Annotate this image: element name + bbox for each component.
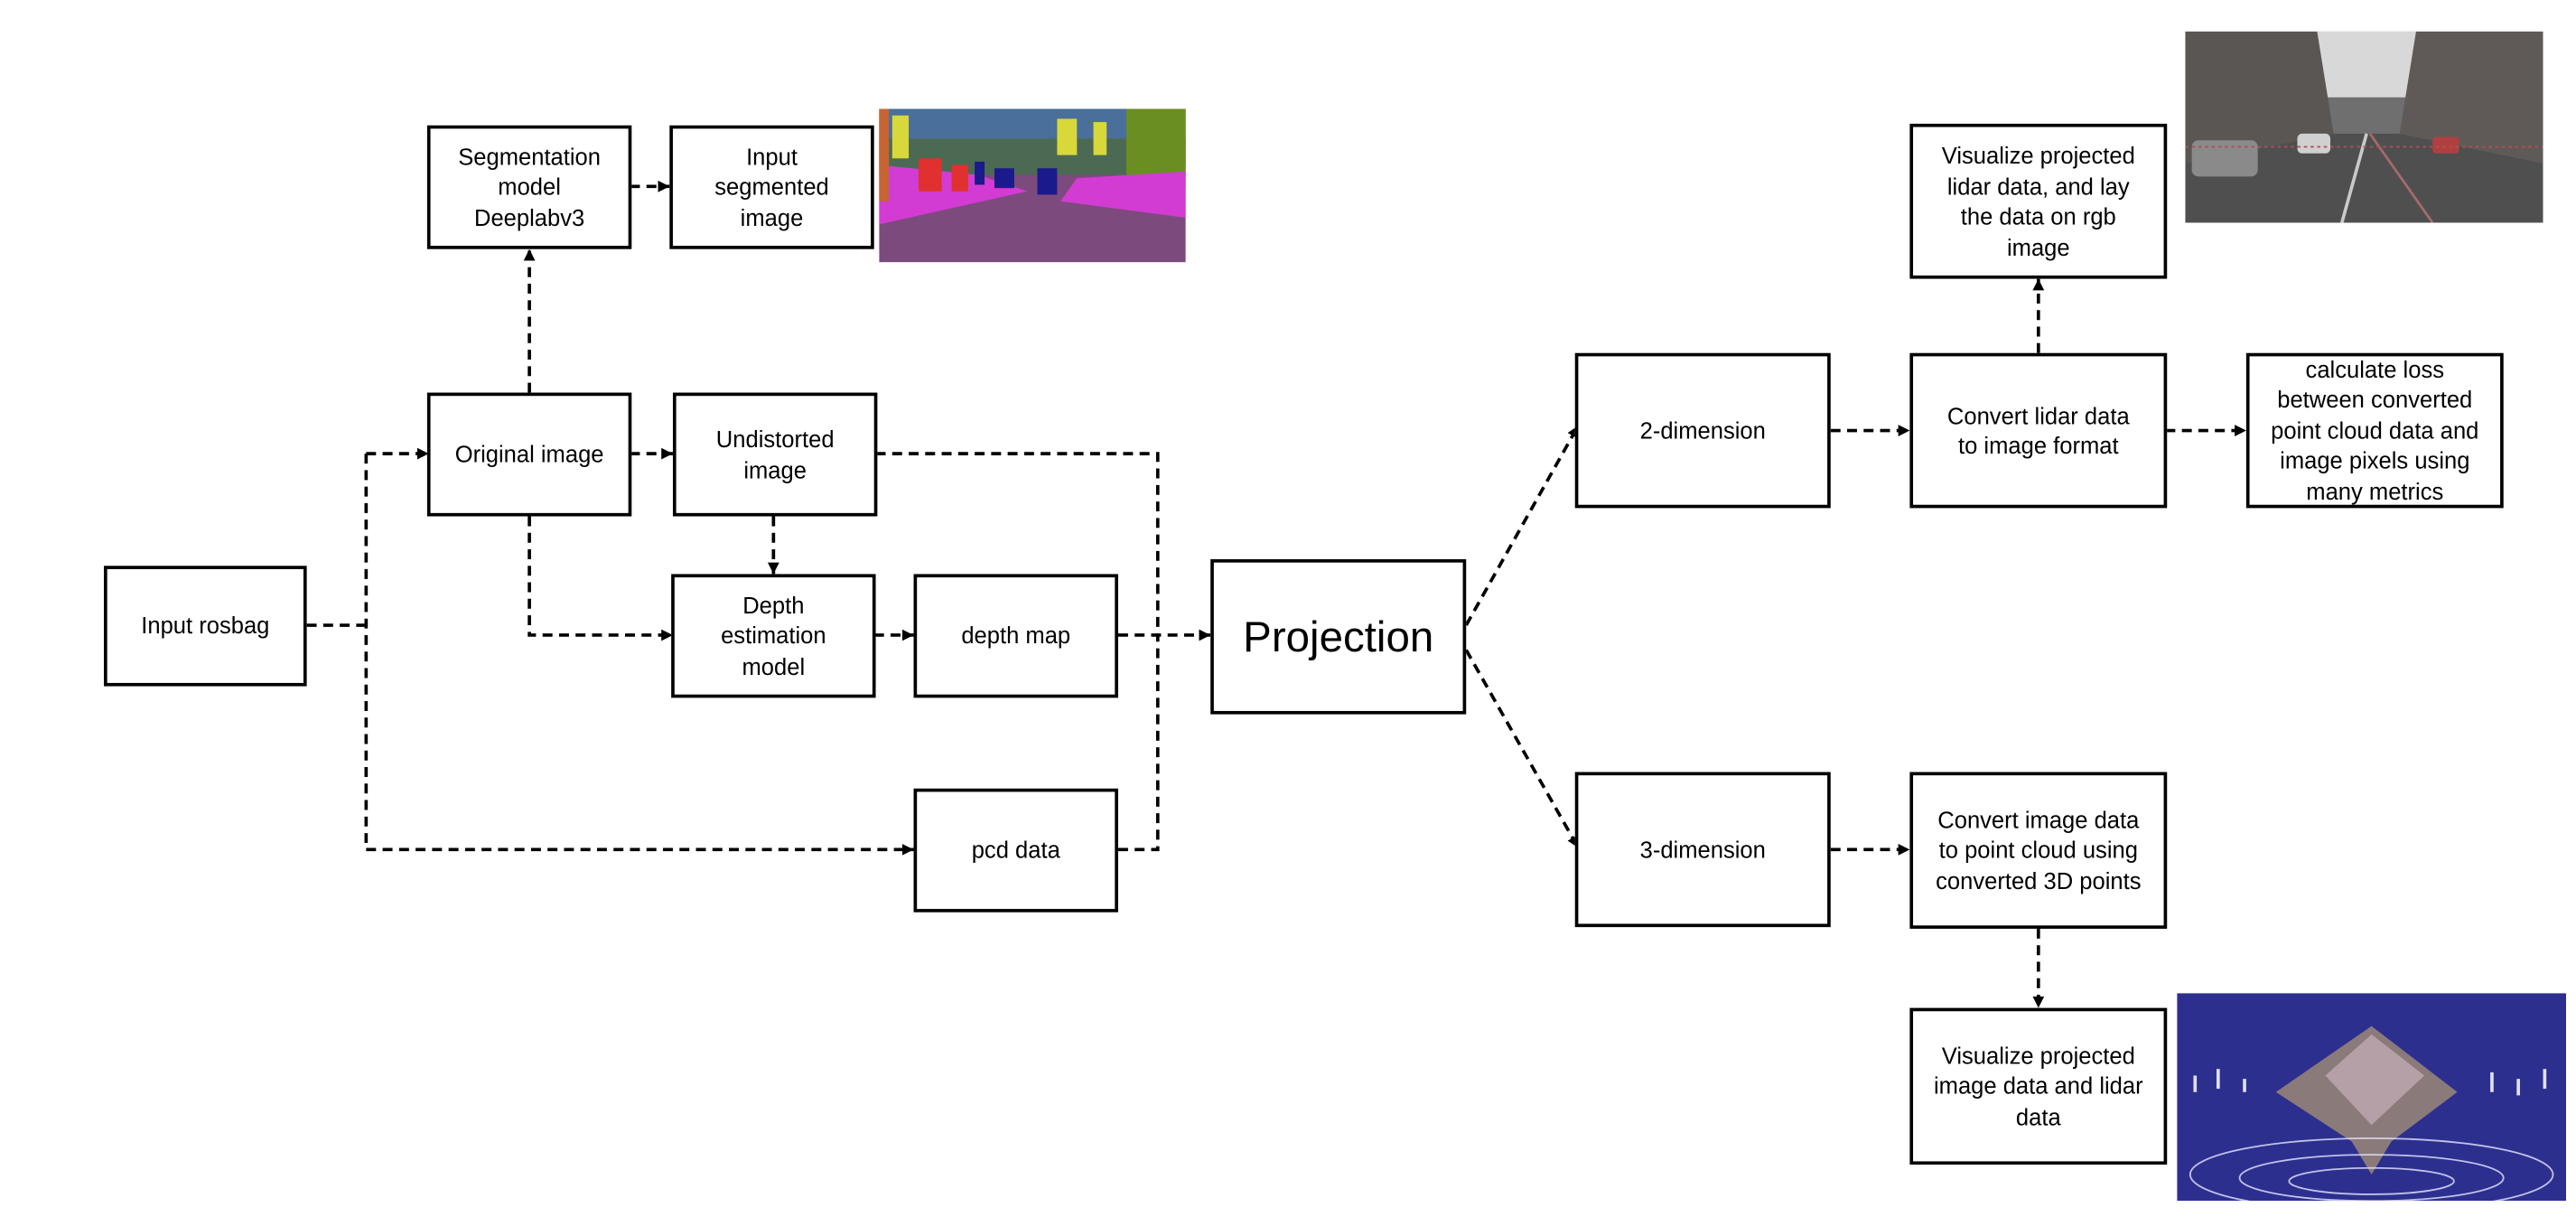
node-original-image: Original image [426,392,632,517]
segmented-image-thumbnail [879,108,1186,263]
node-depth-estimation-model-label: Depth estimation model [721,592,826,679]
node-pcd-data: pcd data [913,788,1118,912]
point-cloud-thumbnail [2177,993,2567,1202]
node-calculate-loss-label: calculate loss between converted point c… [2271,355,2479,505]
node-2-dimension-label: 2-dimension [1639,416,1766,444]
node-3-dimension: 3-dimension [1574,772,1831,928]
edge-pcd-to-merge [1117,634,1160,852]
node-undistorted-image-label: Undistorted image [715,426,835,483]
node-convert-image-label: Convert image data to point cloud using … [1936,806,2142,894]
edge-undistorted-to-merge [875,452,1160,635]
node-3-dimension-label: 3-dimension [1639,836,1766,863]
node-visualize-projected-lidar: Visualize projected lidar data, and lay … [1909,123,2168,279]
node-visualize-projected-lidar-label: Visualize projected lidar data, and lay … [1941,142,2135,260]
node-depth-map-label: depth map [961,622,1071,650]
node-input-segmented-image-label: Input segmented image [714,143,829,231]
node-pcd-data-label: pcd data [971,837,1060,864]
edge-original-to-depth-model [527,516,673,641]
node-depth-estimation-model: Depth estimation model [671,574,876,698]
node-segmentation-model: Segmentation model Deeplabv3 [426,125,632,249]
node-visualize-projected-image: Visualize projected image data and lidar… [1909,1007,2168,1165]
node-convert-lidar-label: Convert lidar data to image format [1946,401,2130,459]
node-segmentation-model-label: Segmentation model Deeplabv3 [458,143,601,231]
node-projection: Projection [1210,558,1467,715]
node-convert-image: Convert image data to point cloud using … [1909,772,2168,929]
node-input-rosbag-label: Input rosbag [141,612,270,640]
node-input-rosbag: Input rosbag [104,566,307,687]
lidar-overlay-thumbnail [2185,31,2543,223]
node-convert-lidar: Convert lidar data to image format [1909,352,2168,509]
edge-projection-to-2d [1464,425,1580,626]
node-calculate-loss: calculate loss between converted point c… [2245,352,2504,509]
node-2-dimension: 2-dimension [1574,352,1831,509]
node-projection-label: Projection [1243,612,1434,662]
node-depth-map: depth map [913,574,1118,698]
node-visualize-projected-image-label: Visualize projected image data and lidar… [1933,1042,2143,1130]
edge-projection-to-3d [1464,649,1580,849]
node-original-image-label: Original image [454,440,604,468]
node-undistorted-image: Undistorted image [672,392,878,517]
node-input-segmented-image: Input segmented image [669,125,874,249]
